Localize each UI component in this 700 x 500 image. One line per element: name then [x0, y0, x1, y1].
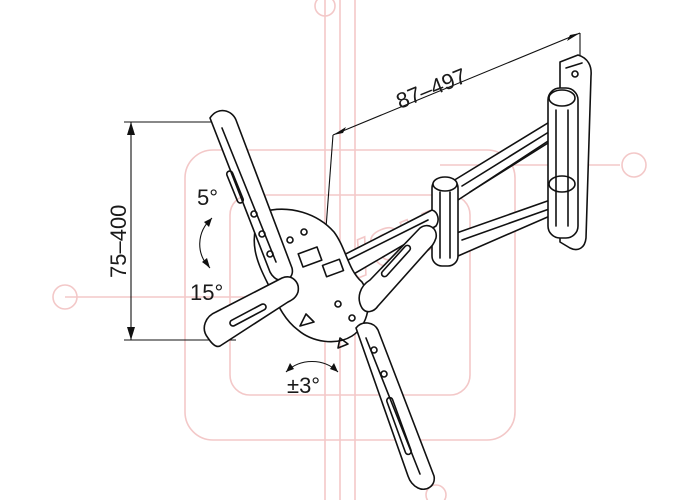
tilt-indicator: 5° 15°: [190, 185, 223, 305]
articulating-arm: [329, 87, 579, 283]
vesa-arm-left: [203, 276, 300, 348]
tilt-down-label: 15°: [190, 280, 223, 305]
height-range-label: 75–400: [106, 205, 131, 278]
watermark: KVSU: [52, 0, 647, 500]
swivel-label: ±3°: [287, 373, 320, 398]
vesa-arm-bottom: [355, 322, 436, 491]
dimension-height: 75–400: [106, 121, 236, 341]
swivel-indicator: ±3°: [285, 360, 339, 398]
tilt-up-label: 5°: [197, 185, 218, 210]
vesa-arm-right: [358, 224, 438, 313]
width-range-label: 87–497: [392, 63, 469, 114]
